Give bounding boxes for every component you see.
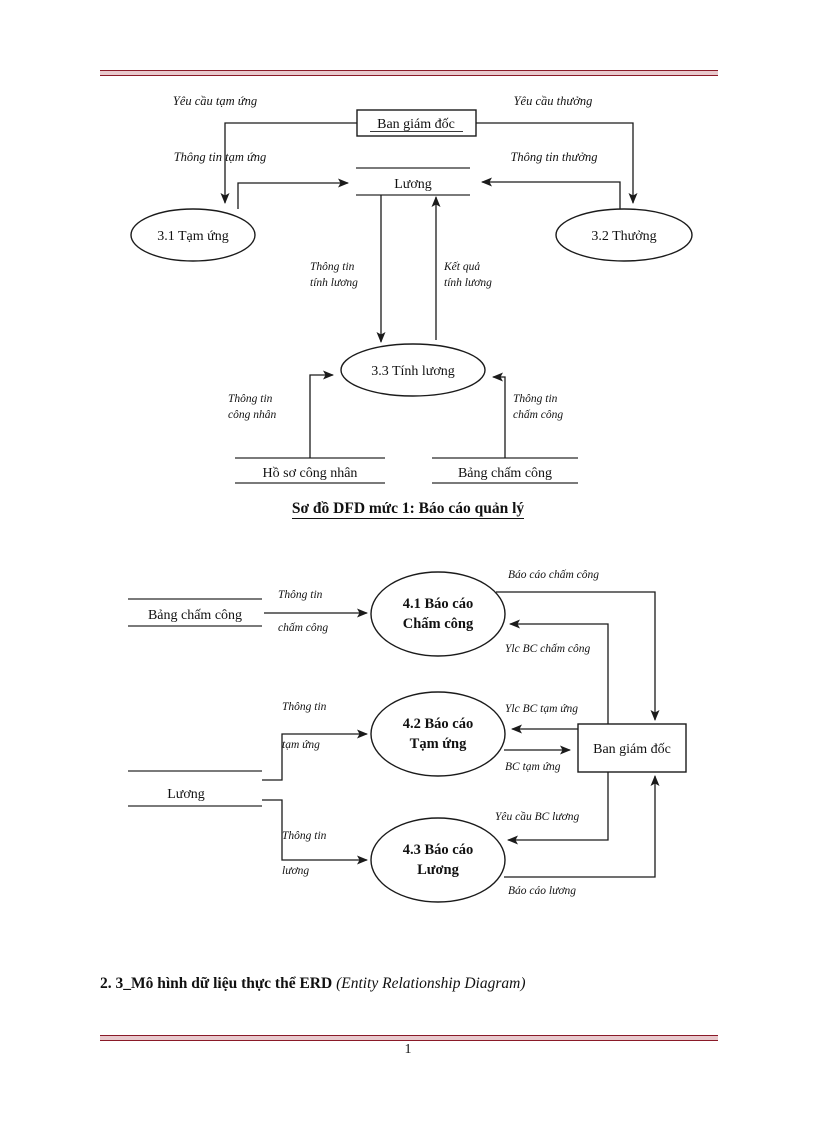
process-4-2 — [370, 691, 506, 777]
section-heading: 2. 3_Mô hình dữ liệu thực thể ERD (Entit… — [100, 975, 740, 993]
dfd-1-caption: Sơ đồ DFD mức 1: Báo cáo quản lý — [0, 500, 816, 519]
header-rule — [100, 70, 718, 76]
datastore-luong-2-label: Lương — [167, 787, 205, 802]
dfd-diagram-1: Ban giám đốc Yêu cầu tạm ứng Yêu cầu thư… — [0, 85, 816, 495]
footer-rule — [100, 1035, 718, 1041]
process-3-1-label: 3.1 Tạm ứng — [157, 229, 229, 244]
process-4-2-label-line2: Tạm ứng — [410, 736, 467, 752]
section-heading-italic: (Entity Relationship Diagram) — [336, 975, 526, 992]
flow-yeu-cau-thuong-label: Yêu cầu thưởng — [514, 94, 593, 108]
flow-thong-tin-luong-line1: Thông tin — [282, 830, 327, 842]
process-3-1 — [130, 208, 256, 262]
flow-thong-tin-tam-ung-2-line1: Thông tin — [282, 701, 327, 713]
datastore-bang-cham-cong-2-label: Bảng chấm công — [148, 608, 242, 623]
flow-bc-tam-ung-label: BC tạm ứng — [505, 761, 561, 773]
flow-thong-tin-tinh-luong-line2: tính lương — [310, 277, 358, 289]
process-4-3 — [370, 817, 506, 903]
process-3-2 — [555, 208, 693, 262]
flow-ket-qua-tinh-luong-line1: Kết quả — [443, 260, 480, 273]
entity-ban-giam-doc-label: Ban giám đốc — [377, 117, 455, 132]
entity-ban-giam-doc-2 — [577, 723, 687, 773]
dfd-diagram-2: Bảng chấm công Thông tin chấm công 4.1 B… — [0, 552, 816, 932]
process-3-2-label: 3.2 Thưởng — [591, 229, 656, 244]
flow-ylc-bc-cham-cong-label: Ylc BC chấm công — [505, 642, 591, 655]
flow-thong-tin-cham-cong-line2: chấm công — [513, 408, 563, 421]
process-4-3-label-line2: Lương — [417, 862, 459, 878]
flow-bao-cao-luong-label: Báo cáo lương — [508, 885, 576, 897]
process-4-1-label-line1: 4.1 Báo cáo — [403, 596, 473, 612]
flow-thong-tin-cham-cong-line1: Thông tin — [513, 393, 558, 405]
flow-yeu-cau-tam-ung-label: Yêu cầu tạm ứng — [173, 94, 257, 108]
flow-thong-tin-thuong-label: Thông tin thưởng — [510, 150, 597, 164]
flow-thong-tin-luong-line2: lương — [282, 865, 309, 877]
flow-thong-tin-tam-ung-label: Thông tin tạm ứng — [174, 150, 267, 164]
process-3-3-label: 3.3 Tính lương — [371, 364, 455, 379]
flow-bao-cao-cham-cong-label: Báo cáo chấm công — [508, 568, 599, 581]
datastore-luong-label: Lương — [394, 177, 432, 192]
flow-yeu-cau-bc-luong-label: Yêu cầu BC lương — [495, 810, 580, 823]
flow-thong-tin-cong-nhan-line2: công nhân — [228, 409, 276, 421]
process-4-2-label-line1: 4.2 Báo cáo — [403, 716, 473, 732]
flow-ket-qua-tinh-luong-line2: tính lương — [444, 277, 492, 289]
dfd-1-caption-text: Sơ đồ DFD mức 1: Báo cáo quản lý — [291, 500, 525, 519]
flow-thong-tin-tinh-luong-line1: Thông tin — [310, 261, 355, 273]
datastore-bang-cham-cong-label: Bảng chấm công — [458, 466, 552, 481]
process-4-3-label-line1: 4.3 Báo cáo — [403, 842, 473, 858]
entity-ban-giam-doc-2-label: Ban giám đốc — [593, 742, 671, 757]
datastore-ho-so-cong-nhan-label: Hồ sơ công nhân — [263, 466, 358, 481]
flow-thong-tin-tam-ung-2-line2: tạm ứng — [282, 739, 320, 751]
section-heading-bold: 2. 3_Mô hình dữ liệu thực thể ERD — [100, 975, 337, 992]
flow-thong-tin-cong-nhan-line1: Thông tin — [228, 393, 273, 405]
flow-ylc-bc-tam-ung-label: Ylc BC tạm ứng — [505, 703, 578, 715]
page-number: 1 — [404, 1042, 412, 1057]
process-4-1-label-line2: Chấm công — [403, 616, 474, 632]
process-3-3 — [340, 343, 486, 397]
flow-thong-tin-cham-cong-2-line1: Thông tin — [278, 589, 323, 601]
flow-thong-tin-cham-cong-2-line2: chấm công — [278, 621, 328, 634]
process-4-1 — [370, 571, 506, 657]
